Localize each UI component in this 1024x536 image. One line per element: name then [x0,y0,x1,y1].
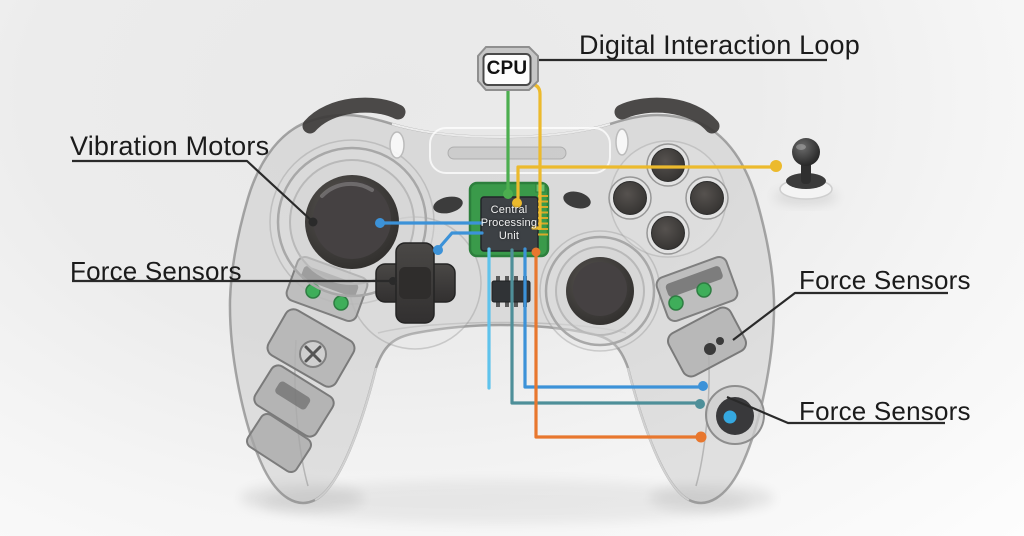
force-sensor-dot-right-1 [668,295,684,311]
wire-dots [375,78,782,443]
chip-label-line1: Central [490,204,528,216]
joystick-figure [779,138,833,200]
cpu-box [477,46,539,91]
dpad [375,242,456,324]
shoulder-bumpers [302,97,720,134]
chip-label-line3: Unit [498,230,520,242]
leader-dots [308,217,397,285]
right-trigger-assembly [655,255,765,445]
left-trigger-assembly [246,255,369,474]
chip-label-line2: Processing [480,217,538,229]
central-processing-unit-label: Central Processing Unit [472,204,546,243]
wire-orange-right [534,250,700,439]
utility-buttons [389,128,629,214]
leader-lines [72,58,948,425]
label-digital-interaction-loop: Digital Interaction Loop [579,30,860,60]
wire-blue-to-dpad [437,231,484,250]
label-force-sensors-right-top: Force Sensors [799,265,971,295]
wire-yellow-branch [516,165,542,204]
right-analog-stick [544,235,656,347]
face-buttons [608,143,729,255]
cpu-box-label: CPU [486,58,528,79]
label-force-sensors-left: Force Sensors [70,256,242,286]
wires [380,82,777,439]
wire-blue-right [523,247,702,389]
force-sensor-dot-left-2 [333,295,349,311]
speaker-dot [723,410,737,424]
wire-teal-right [510,248,699,405]
left-analog-stick [276,146,428,298]
force-sensor-dot-right-2 [696,282,712,298]
leader-vibration-motors [72,159,314,223]
label-force-sensors-right-bottom: Force Sensors [799,396,971,426]
leader-force-sensors-right-top [732,291,948,341]
grip-force-sensor-disc [705,385,765,445]
label-vibration-motors: Vibration Motors [70,131,270,161]
leader-force-sensors-right-bottom [726,395,945,425]
